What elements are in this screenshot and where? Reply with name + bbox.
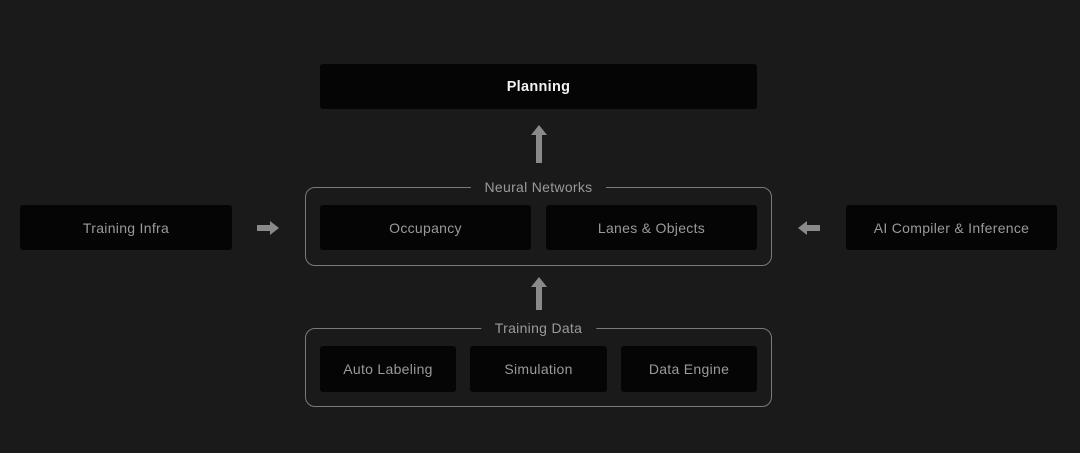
occupancy-box: Occupancy — [320, 205, 531, 250]
simulation-box: Simulation — [470, 346, 607, 392]
training-data-group: Training Data — [305, 319, 772, 407]
arrow-up-to-neural-networks-icon — [531, 277, 547, 310]
planning-box: Planning — [320, 64, 757, 109]
ai-compiler-inference-label: AI Compiler & Inference — [873, 219, 1030, 236]
simulation-label: Simulation — [504, 361, 573, 377]
auto-labeling-label: Auto Labeling — [343, 361, 433, 377]
ai-compiler-inference-box: AI Compiler & Inference — [846, 205, 1057, 250]
arrow-up-to-planning-icon — [531, 125, 547, 163]
neural-networks-group: Neural Networks — [305, 178, 772, 266]
data-engine-box: Data Engine — [621, 346, 757, 392]
lanes-objects-box: Lanes & Objects — [546, 205, 757, 250]
neural-networks-title: Neural Networks — [470, 178, 607, 196]
occupancy-label: Occupancy — [389, 219, 462, 236]
training-infra-box: Training Infra — [20, 205, 232, 250]
data-engine-label: Data Engine — [648, 361, 730, 377]
auto-labeling-box: Auto Labeling — [320, 346, 456, 392]
lanes-objects-label: Lanes & Objects — [597, 219, 706, 236]
training-infra-label: Training Infra — [82, 219, 170, 236]
arrow-left-icon — [798, 221, 820, 235]
planning-label: Planning — [506, 78, 571, 95]
training-data-title: Training Data — [480, 319, 597, 337]
arrow-right-icon — [257, 221, 279, 235]
